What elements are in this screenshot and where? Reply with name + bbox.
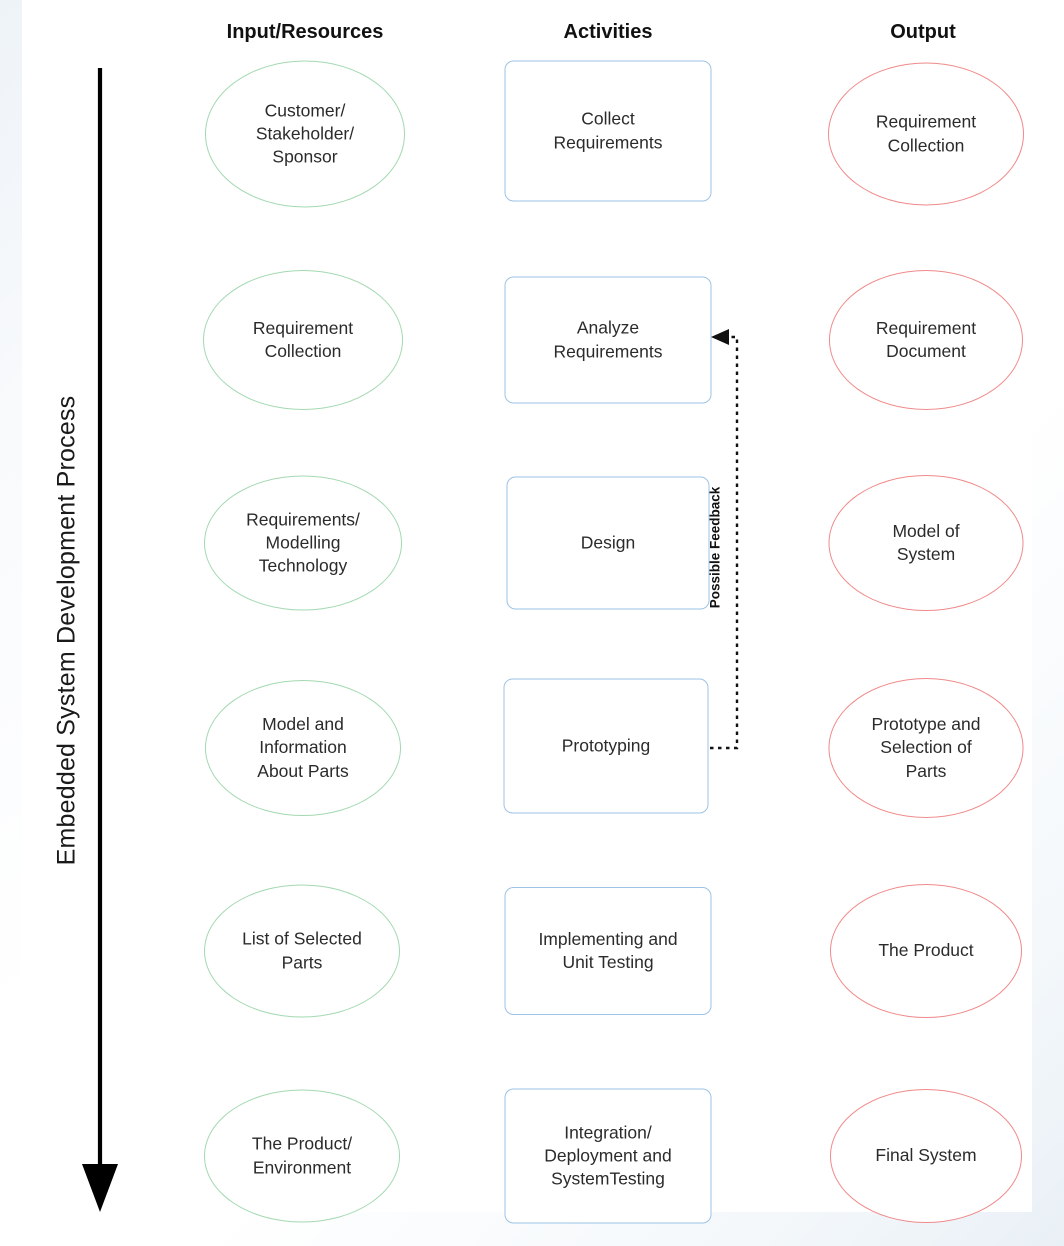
output-node[interactable]: Prototype and Selection of Parts xyxy=(828,678,1024,818)
output-node[interactable]: Requirement Document xyxy=(829,270,1023,410)
node-label: The Product/ Environment xyxy=(251,1133,353,1177)
output-node[interactable]: Model of System xyxy=(828,475,1024,611)
node-label: Model of System xyxy=(892,520,960,564)
column-header-output: Output xyxy=(890,21,956,43)
input-node[interactable]: Requirements/ Modelling Technology xyxy=(204,475,402,611)
feedback-label: Possible Feedback xyxy=(707,486,723,609)
node-label: Model and Information About Parts xyxy=(257,714,349,781)
node-label: Requirement Collection xyxy=(252,317,354,361)
node-label: Prototyping xyxy=(561,735,651,756)
input-node[interactable]: Customer/ Stakeholder/ Sponsor xyxy=(205,60,405,208)
activity-node[interactable]: Implementing and Unit Testing xyxy=(504,887,712,1015)
process-axis-arrow xyxy=(82,68,118,1212)
node-label: Requirements/ Modelling Technology xyxy=(246,509,360,576)
activity-node[interactable]: Prototyping xyxy=(503,678,709,814)
column-header-input: Input/Resources xyxy=(226,21,384,43)
node-label: The Product xyxy=(878,940,974,961)
output-node[interactable]: Requirement Collection xyxy=(828,62,1024,206)
output-node[interactable]: Final System xyxy=(830,1089,1022,1223)
activity-node[interactable]: Integration/ Deployment and SystemTestin… xyxy=(504,1088,712,1224)
activity-node[interactable]: Design xyxy=(506,476,710,610)
node-label: Prototype and Selection of Parts xyxy=(871,714,981,781)
node-label: Collect Requirements xyxy=(553,108,663,152)
node-label: List of Selected Parts xyxy=(242,928,362,972)
activity-node[interactable]: Analyze Requirements xyxy=(504,276,712,404)
input-node[interactable]: The Product/ Environment xyxy=(204,1089,400,1223)
column-header-activities: Activities xyxy=(563,21,653,43)
input-node[interactable]: List of Selected Parts xyxy=(204,884,400,1018)
process-axis-label: Embedded System Development Process xyxy=(52,395,81,866)
node-label: Implementing and Unit Testing xyxy=(538,928,678,972)
node-label: Analyze Requirements xyxy=(553,317,663,361)
node-label: Requirement Document xyxy=(875,317,977,361)
node-label: Customer/ Stakeholder/ Sponsor xyxy=(255,100,355,167)
activity-node[interactable]: Collect Requirements xyxy=(504,60,712,202)
input-node[interactable]: Model and Information About Parts xyxy=(205,680,401,816)
output-node[interactable]: The Product xyxy=(830,884,1022,1018)
node-label: Integration/ Deployment and SystemTestin… xyxy=(544,1122,672,1189)
node-label: Requirement Collection xyxy=(875,111,977,155)
node-label: Final System xyxy=(875,1145,977,1166)
input-node[interactable]: Requirement Collection xyxy=(203,270,403,410)
node-label: Design xyxy=(580,532,636,553)
